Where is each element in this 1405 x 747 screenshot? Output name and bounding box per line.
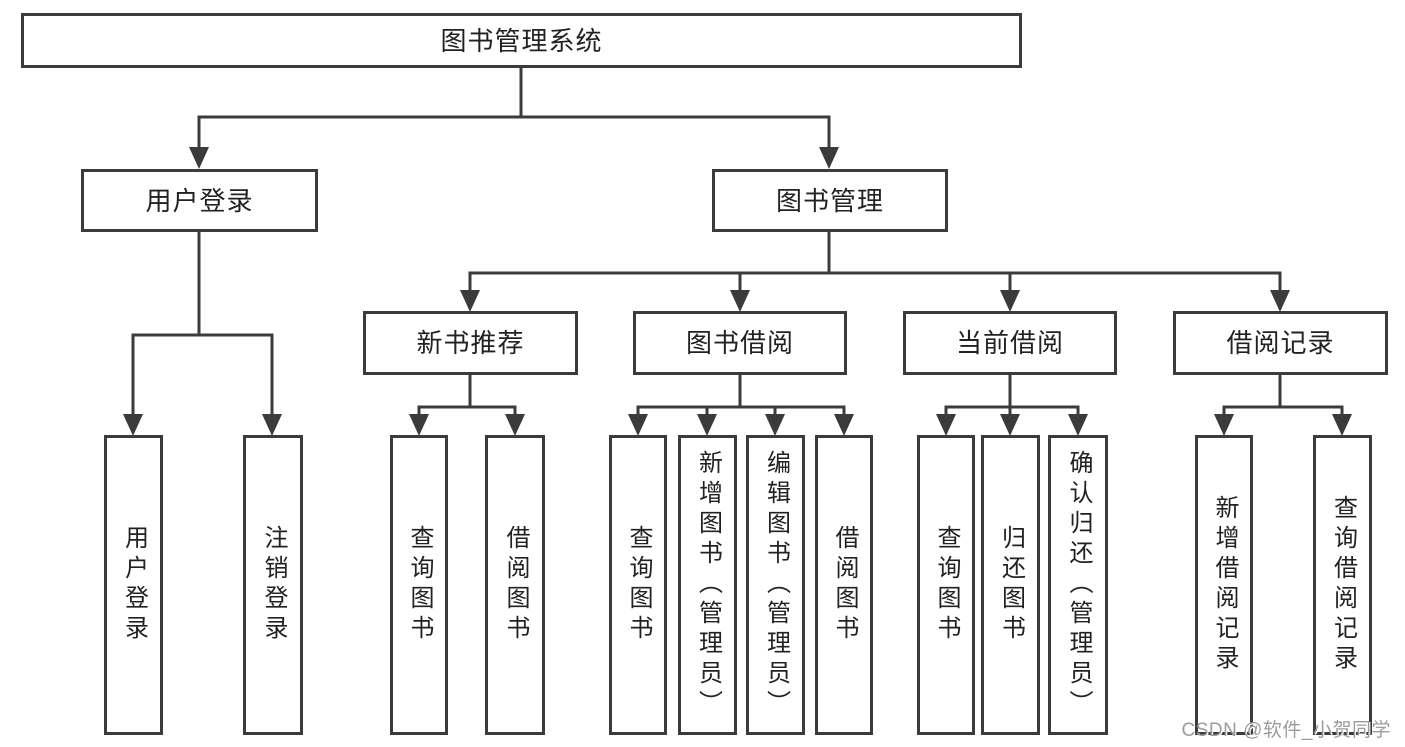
node-label: 查询图书: [406, 525, 433, 645]
leaf-query-borrow-record: 查询借阅记录: [1313, 435, 1372, 735]
node-book-borrowing: 图书借阅: [633, 311, 847, 375]
node-library-system: 图书管理系统: [21, 13, 1022, 68]
node-label: 查询借阅记录: [1329, 495, 1357, 675]
node-label: 注销登录: [260, 525, 287, 645]
node-new-book-recommend: 新书推荐: [363, 311, 578, 375]
leaf-edit-book-admin: 编辑图书（管理员）: [746, 435, 805, 735]
node-label: 借阅图书: [502, 525, 529, 645]
watermark: CSDN @软件_小贺同学: [1181, 720, 1391, 741]
node-label: 用户登录: [145, 185, 254, 216]
leaf-return-book: 归还图书: [981, 435, 1040, 735]
node-current-borrowing: 当前借阅: [903, 311, 1117, 375]
node-borrow-records: 借阅记录: [1173, 311, 1388, 375]
leaf-add-borrow-record: 新增借阅记录: [1195, 435, 1253, 735]
node-label: 借阅记录: [1226, 328, 1335, 358]
node-label: 确认归还（管理员）: [1065, 450, 1092, 720]
node-label: 用户登录: [120, 525, 148, 645]
leaf-add-book-admin: 新增图书（管理员）: [678, 435, 737, 735]
node-label: 编辑图书（管理员）: [762, 450, 790, 720]
leaf-query-books: 查询图书: [390, 435, 448, 735]
node-label: 查询图书: [625, 525, 652, 645]
leaf-borrow-books: 借阅图书: [485, 435, 545, 735]
node-label: 归还图书: [997, 525, 1025, 645]
node-label: 图书管理: [775, 185, 884, 216]
node-label: 图书管理系统: [440, 25, 603, 56]
leaf-user-login: 用户登录: [104, 435, 163, 735]
leaf-query-books: 查询图书: [917, 435, 975, 735]
node-label: 借阅图书: [831, 525, 858, 645]
node-label: 新书推荐: [416, 328, 525, 358]
node-user-login: 用户登录: [81, 169, 318, 232]
node-label: 查询图书: [933, 525, 960, 645]
leaf-confirm-return-admin: 确认归还（管理员）: [1048, 435, 1108, 735]
node-label: 新增借阅记录: [1211, 495, 1238, 675]
leaf-borrow-books: 借阅图书: [815, 435, 873, 735]
node-label: 当前借阅: [955, 328, 1064, 358]
node-label: 新增图书（管理员）: [694, 450, 722, 720]
node-book-management: 图书管理: [712, 169, 948, 232]
leaf-query-books: 查询图书: [609, 435, 667, 735]
node-label: 图书借阅: [685, 328, 794, 358]
leaf-logout: 注销登录: [243, 435, 303, 735]
